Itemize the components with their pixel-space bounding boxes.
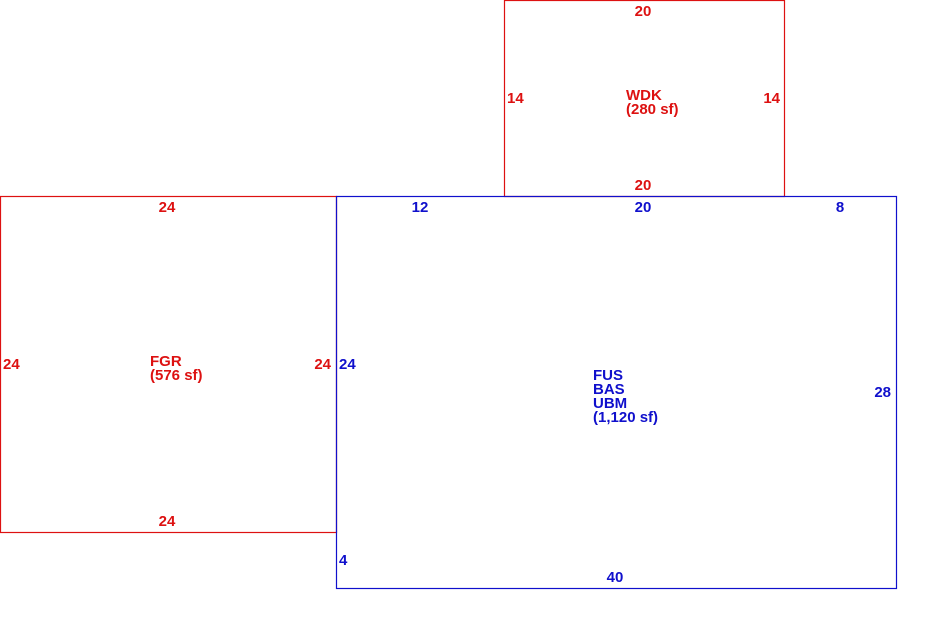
fgr-area: (576 sf) (150, 367, 203, 384)
wdk-code: WDK (626, 87, 662, 104)
main-outline (335, 195, 898, 590)
main-dim-left-upper: 24 (339, 356, 356, 373)
main-dim-right: 28 (874, 384, 891, 401)
wdk-section: 20 20 14 14 WDK (280 sf) (503, 0, 786, 198)
main-area: (1,120 sf) (593, 409, 658, 426)
fgr-dim-bottom: 24 (159, 513, 176, 530)
wdk-dim-bottom: 20 (635, 177, 652, 194)
fgr-dim-right: 24 (314, 356, 331, 373)
fgr-code: FGR (150, 353, 182, 370)
main-dim-bottom: 40 (607, 569, 624, 586)
wdk-dim-right: 14 (763, 90, 780, 107)
main-dim-left-lower: 4 (339, 552, 348, 569)
fgr-section: 24 24 24 24 FGR (576 sf) (0, 195, 338, 534)
main-dim-top-middle: 20 (635, 199, 652, 216)
main-code-fus: FUS (593, 367, 623, 384)
main-code-bas: BAS (593, 381, 625, 398)
fgr-dim-top: 24 (159, 199, 176, 216)
wdk-area: (280 sf) (626, 101, 679, 118)
main-dim-top-right: 8 (836, 199, 844, 216)
main-section: 12 20 8 24 4 28 40 FUS BAS UBM (1,120 sf… (335, 195, 898, 590)
fgr-dim-left: 24 (3, 356, 20, 373)
main-dim-top-left: 12 (412, 199, 429, 216)
wdk-dim-top: 20 (635, 3, 652, 20)
main-code-ubm: UBM (593, 395, 627, 412)
wdk-dim-left: 14 (507, 90, 524, 107)
